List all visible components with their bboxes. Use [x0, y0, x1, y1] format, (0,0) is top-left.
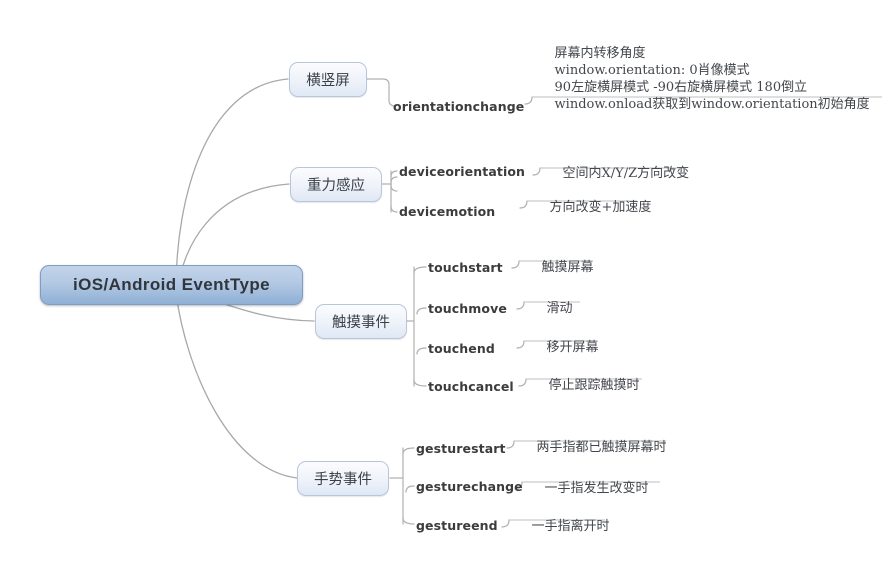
annotation-gesturechange: 一手指发生改变时: [525, 463, 651, 515]
annotation-devicemotion: 方向改变+加速度: [530, 182, 653, 234]
annotation-gesturechange-text: 一手指发生改变时: [544, 481, 649, 496]
event-label-touchend[interactable]: touchend: [428, 341, 495, 356]
link-touch-hook-4: [413, 379, 427, 387]
link-root-gesture: [175, 292, 298, 479]
link-touch-hook-1: [413, 266, 427, 274]
leader-touchcancel: [518, 378, 527, 387]
annotation-devicemotion-text: 方向改变+加速度: [549, 200, 652, 215]
leader-touchmove: [516, 301, 525, 310]
annotation-touchcancel: 停止跟踪触摸时: [529, 360, 642, 412]
annotation-deviceorientation-text: 空间内X/Y/Z方向改变: [562, 166, 690, 181]
link-gesture-hook-1: [402, 447, 415, 455]
annotation-touchmove-text: 滑动: [546, 301, 573, 316]
branch-node-gesture[interactable]: 手势事件: [297, 461, 389, 496]
event-label-gesturechange[interactable]: gesturechange: [416, 479, 523, 494]
link-gesture-hook-2: [405, 485, 415, 493]
root-node-label: iOS/Android EventType: [73, 275, 270, 294]
link-root-orientation: [175, 78, 289, 290]
event-label-deviceorientation[interactable]: deviceorientation: [399, 164, 526, 179]
leader-devicemotion: [519, 200, 528, 209]
event-label-orientationchange[interactable]: orientationchange: [393, 99, 525, 114]
leader-deviceorientation: [532, 167, 541, 176]
annotation-gestureend: 一手指离开时: [512, 501, 612, 553]
annotation-touchmove: 滑动: [527, 283, 575, 335]
link-touch-hook-2: [416, 307, 427, 315]
branch-node-gravity[interactable]: 重力感应: [290, 167, 382, 202]
event-label-gestureend[interactable]: gestureend: [416, 518, 498, 533]
link-touch-hook-3: [416, 347, 427, 355]
link-gravity-vert: [390, 176, 398, 192]
annotation-touchcancel-text: 停止跟踪触摸时: [548, 378, 640, 393]
annotation-orientationchange-text: 屏幕内转移角度 window.orientation: 0肖像模式 90左旋横屏…: [554, 46, 870, 112]
event-label-touchstart[interactable]: touchstart: [428, 260, 503, 275]
annotation-touchend: 移开屏幕: [527, 322, 601, 374]
link-orientation-spine: [366, 78, 396, 107]
event-label-gesturestart[interactable]: gesturestart: [416, 441, 506, 456]
annotation-orientationchange: 屏幕内转移角度 window.orientation: 0肖像模式 90左旋横屏…: [535, 28, 872, 131]
leader-orientationchange: [524, 96, 533, 105]
annotation-gestureend-text: 一手指离开时: [531, 519, 610, 534]
event-label-touchcancel[interactable]: touchcancel: [428, 379, 514, 394]
root-node[interactable]: iOS/Android EventType: [40, 265, 303, 305]
link-gesture-hook-3: [402, 517, 415, 525]
branch-node-gravity-label: 重力感应: [307, 178, 365, 194]
leader-gestureend: [501, 519, 510, 528]
event-label-touchmove[interactable]: touchmove: [428, 301, 507, 316]
branch-node-orientation[interactable]: 横竖屏: [289, 62, 367, 97]
annotation-gesturestart-text: 两手指都已触摸屏幕时: [536, 440, 667, 455]
annotation-deviceorientation: 空间内X/Y/Z方向改变: [543, 148, 691, 200]
event-label-devicemotion[interactable]: devicemotion: [399, 204, 496, 219]
link-gravity-hook-1: [390, 170, 398, 178]
leader-gesturestart: [506, 440, 515, 449]
branch-node-gesture-label: 手势事件: [314, 472, 372, 488]
leader-touchend: [516, 340, 525, 349]
branch-node-touch-label: 触摸事件: [332, 315, 390, 331]
annotation-touchstart: 触摸屏幕: [522, 242, 596, 294]
link-gravity-hook-2: [390, 205, 398, 213]
branch-node-orientation-label: 横竖屏: [306, 73, 350, 89]
annotation-touchend-text: 移开屏幕: [546, 340, 599, 355]
leader-touchstart: [511, 260, 520, 269]
branch-node-touch[interactable]: 触摸事件: [315, 304, 407, 339]
annotation-gesturestart: 两手指都已触摸屏幕时: [517, 422, 669, 474]
annotation-touchstart-text: 触摸屏幕: [541, 260, 594, 275]
